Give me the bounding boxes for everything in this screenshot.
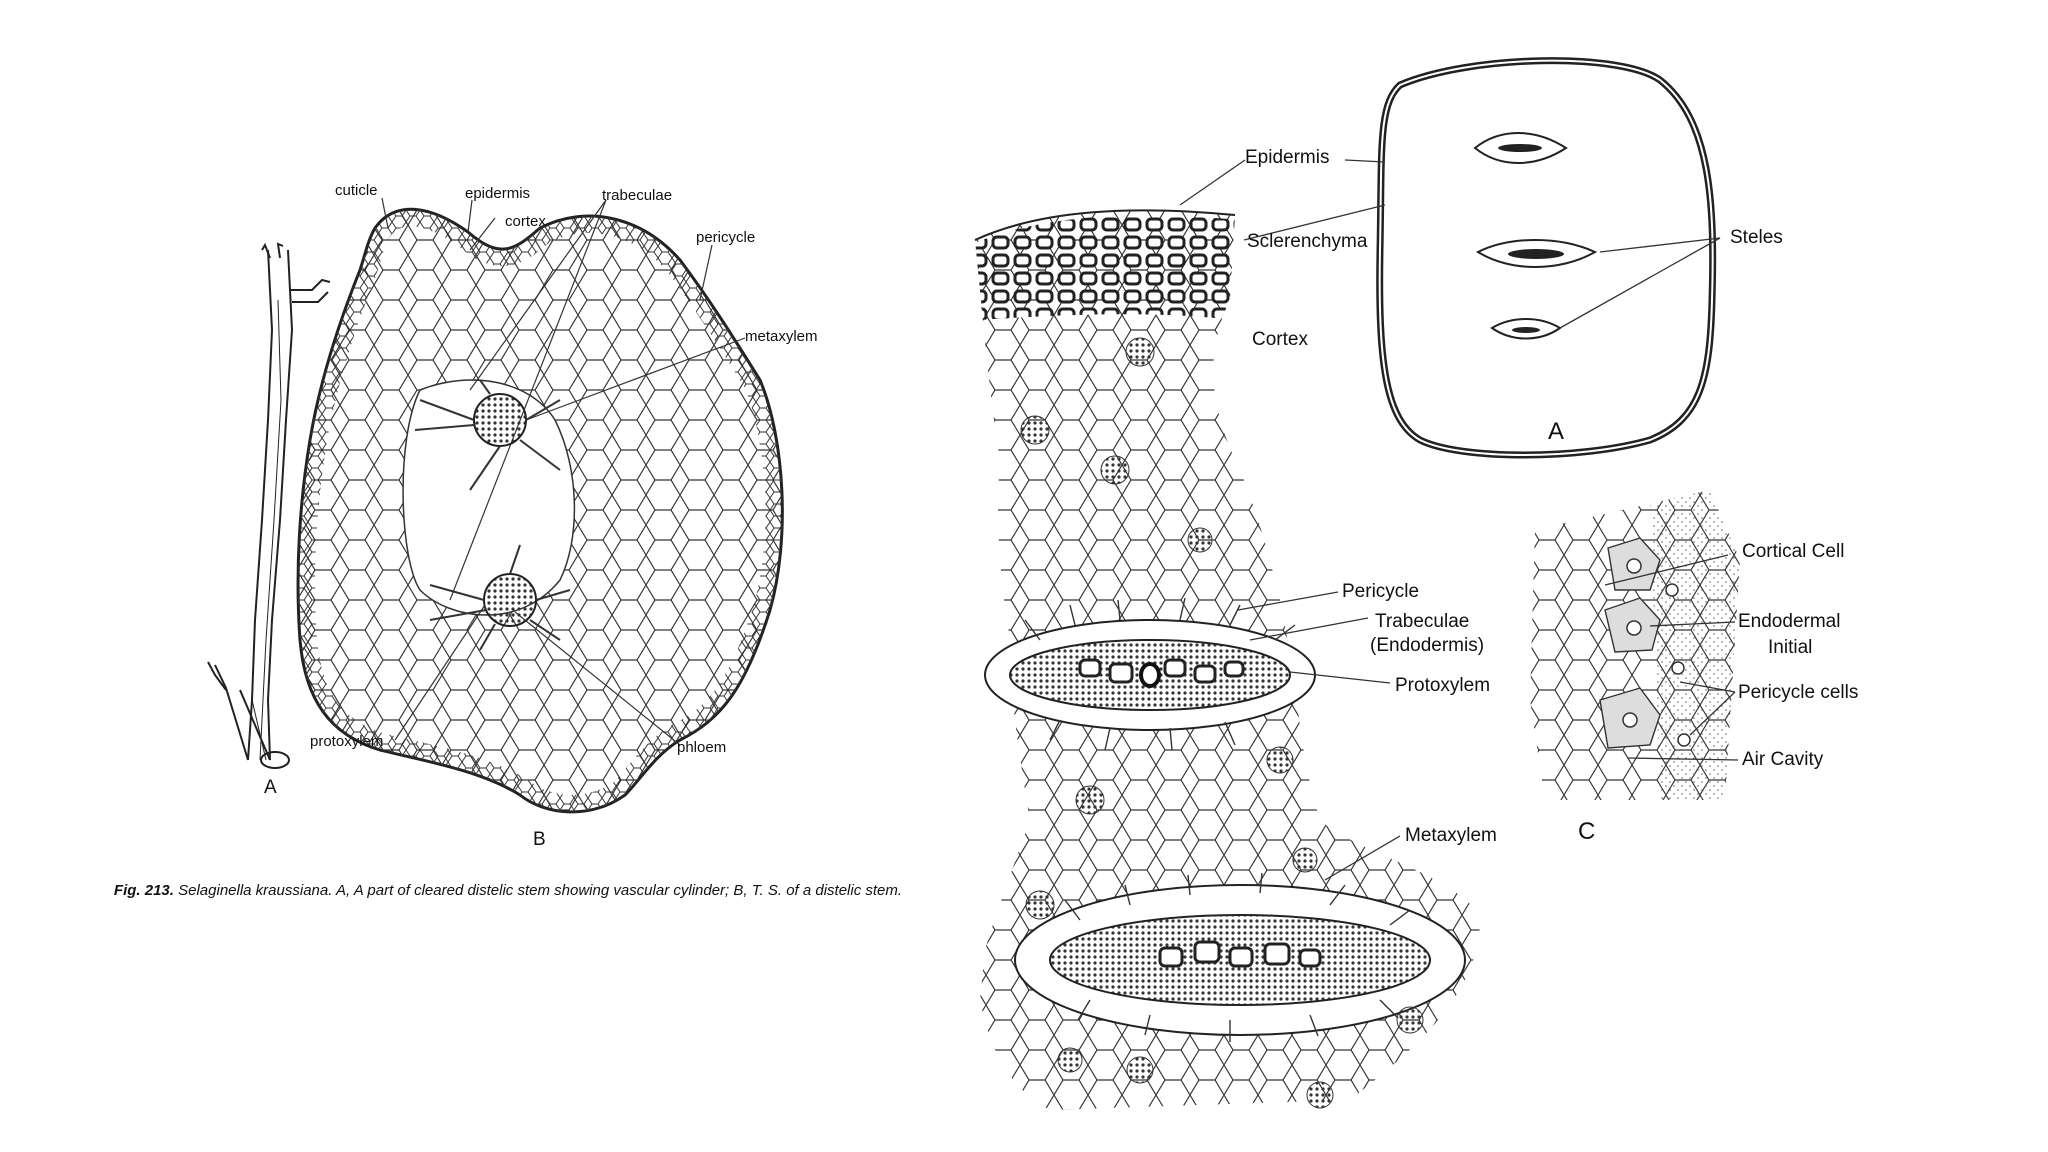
caption-text: Selaginella kraussiana. A, A part of cle… <box>178 882 903 899</box>
label-panel-b: B <box>533 829 546 850</box>
label-metaxylem-right: Metaxylem <box>1405 825 1497 846</box>
label-metaxylem: metaxylem <box>745 328 818 345</box>
left-leader-lines <box>381 197 746 746</box>
label-protoxylem-right: Protoxylem <box>1395 675 1491 696</box>
label-pericycle-right: Pericycle <box>1342 581 1420 602</box>
label-cortex: cortex <box>505 213 546 230</box>
label-protoxylem: protoxylem <box>310 733 384 750</box>
label-panel-a-right: A <box>1548 418 1565 445</box>
label-cortex-right: Cortex <box>1252 329 1308 350</box>
stem-cross-section-drawing <box>296 207 784 814</box>
label-initial: Initial <box>1768 637 1813 658</box>
label-steles: Steles <box>1730 227 1783 248</box>
right-leader-lines <box>1179 159 1739 881</box>
label-cortical-cell: Cortical Cell <box>1742 541 1845 562</box>
label-epidermis: epidermis <box>465 185 531 202</box>
label-epidermis-right: Epidermis <box>1245 147 1330 168</box>
label-pericycle: pericycle <box>696 229 756 246</box>
label-air-cavity: Air Cavity <box>1742 749 1824 770</box>
label-cuticle: cuticle <box>335 182 378 199</box>
label-panel-c: C <box>1578 818 1596 845</box>
label-endodermis: (Endodermis) <box>1370 635 1485 656</box>
label-endodermal: Endodermal <box>1738 611 1841 632</box>
stem-piece-drawing <box>207 242 331 769</box>
cortical-cell-detail-drawing <box>1530 490 1740 800</box>
caption-figure-number: Fig. 213. <box>113 882 174 899</box>
stem-outline-with-steles-drawing <box>1376 57 1717 459</box>
label-sclerenchyma: Sclerenchyma <box>1247 231 1368 252</box>
figure-caption: Fig. 213. Selaginella kraussiana. A, A p… <box>108 880 908 901</box>
label-pericycle-cells: Pericycle cells <box>1738 682 1859 703</box>
label-phloem: phloem <box>677 739 727 756</box>
label-trabeculae-right: Trabeculae <box>1375 611 1470 632</box>
label-trabeculae: trabeculae <box>602 187 673 204</box>
label-panel-a-left: A <box>264 777 277 798</box>
